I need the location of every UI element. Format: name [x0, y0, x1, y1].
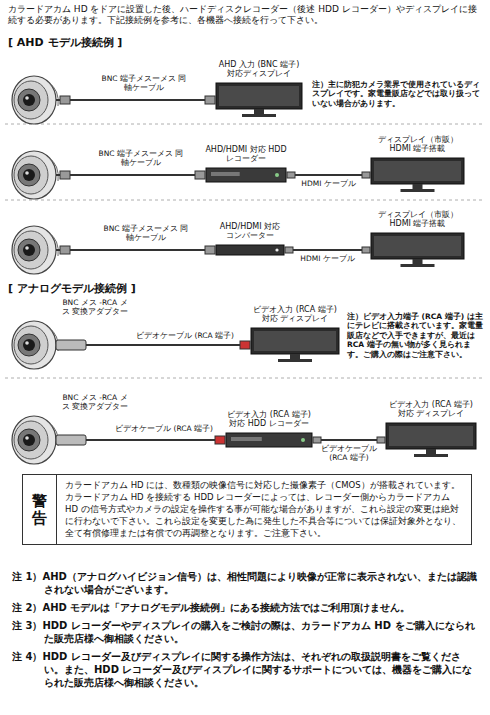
- recorder-device: [205, 167, 287, 183]
- caption-text: BNC 端子メスーメス 同軸ケーブル: [98, 74, 190, 93]
- coax-cable: [56, 99, 215, 101]
- caption-text: [ AHD モデル接続例 ]: [8, 36, 122, 50]
- caption-text: カラードアカム HD をドアに設置した後、ハードディスクレコーダー（後述 HDD…: [8, 4, 484, 27]
- notes-block: 注 1）AHD（アナログハイビジョン信号）は、相性問題により映像が正常に表示され…: [12, 570, 480, 694]
- device-label: ビデオ入力 (RCA 端子) 対応 ディスプレイ: [385, 400, 477, 422]
- cable-label: HDMI ケーブル: [299, 179, 357, 188]
- device-label: ディスプレイ（市販） HDMI 端子搭載: [370, 210, 465, 232]
- converter-device: [215, 244, 285, 256]
- note-text: 注 3）HDD レコーダーやディスプレイの購入をご検討の際は、カラードアカム H…: [12, 619, 480, 645]
- note-text: 注 4）HDD レコーダー及びディスプレイに関する操作方法は、それぞれの取扱説明…: [12, 650, 480, 689]
- caption-text: 注）ビデオ入力端子 (RCA 端子) は主にテレビに搭載されています。家電量販店…: [347, 312, 485, 359]
- caption-text: ビデオケーブル (RCA 端子): [135, 331, 235, 340]
- caption-text: BNC 端子メスーメス 同軸ケーブル: [95, 149, 187, 168]
- caption-text: [ アナログモデル接続例 ]: [8, 282, 136, 296]
- row-separator: [5, 124, 485, 378]
- display-device: [370, 157, 465, 193]
- device-node: ビデオ入力 (RCA 端子) 対応 ディスプレイ: [385, 400, 477, 458]
- display-device: [250, 327, 340, 363]
- cable-plug: [362, 247, 370, 253]
- coax-cable: [56, 174, 205, 176]
- cable-plug: [362, 172, 370, 178]
- caption-text: BNC メス -RCA メス 変換アダプター: [60, 298, 130, 317]
- cable-connector: [313, 439, 385, 441]
- display-device: [215, 82, 303, 118]
- cable-plug: [285, 247, 293, 253]
- warning-heading: 警告: [23, 475, 57, 544]
- device-node: AHD/HDMI 対応 HDD レコーダー: [205, 145, 287, 183]
- video-cable: [86, 439, 225, 441]
- device-node: ディスプレイ（市販） HDMI 端子搭載: [370, 210, 465, 268]
- warning-body: カラードアカム HD には、数種類の映像信号に対応した撮像素子（CMOS）が搭載…: [57, 475, 471, 544]
- caption-text: BNC メス -RCA メス 変換アダプター: [60, 393, 130, 412]
- device-label: ビデオ入力 (RCA 端子) 対応 HDD レコーダー: [225, 410, 313, 432]
- cable-connector: [285, 249, 370, 251]
- cable-label: ビデオケーブル (RCA 端子): [314, 444, 384, 462]
- caption-text: ビデオケーブル (RCA 端子): [115, 424, 213, 433]
- cable-plug: [377, 437, 385, 443]
- rca-adapter: [56, 340, 86, 350]
- caption-text: BNC 端子メスーメス 同軸ケーブル: [100, 224, 192, 243]
- cable-connector: [287, 174, 370, 176]
- cable-label: HDMI ケーブル: [298, 254, 356, 263]
- device-label: ディスプレイ（市販） HDMI 端子搭載: [370, 135, 465, 157]
- rca-adapter: [56, 435, 86, 445]
- device-node: AHD 入力 (BNC 端子) 対応ディスプレイ: [215, 60, 303, 118]
- display-device: [370, 232, 465, 268]
- device-node: ビデオ入力 (RCA 端子) 対応 ディスプレイ: [250, 305, 340, 363]
- video-cable: [86, 344, 250, 346]
- coax-cable: [56, 249, 215, 251]
- device-label: AHD/HDMI 対応 コンバーター: [215, 222, 285, 244]
- device-label: AHD 入力 (BNC 端子) 対応ディスプレイ: [215, 60, 303, 82]
- caption-text: 注）主に防犯カメラ業界で使用されているディスプレイです。家電量販店などでは取り扱…: [312, 80, 480, 108]
- note-text: 注 1）AHD（アナログハイビジョン信号）は、相性問題により映像が正常に表示され…: [12, 570, 480, 596]
- cable-plug: [287, 172, 295, 178]
- device-node: ディスプレイ（市販） HDMI 端子搭載: [370, 135, 465, 193]
- device-label: ビデオ入力 (RCA 端子) 対応 ディスプレイ: [250, 305, 340, 327]
- warning-box: 警告カラードアカム HD には、数種類の映像信号に対応した撮像素子（CMOS）が…: [22, 474, 472, 545]
- device-label: AHD/HDMI 対応 HDD レコーダー: [205, 145, 287, 167]
- device-node: ビデオ入力 (RCA 端子) 対応 HDD レコーダー: [225, 410, 313, 448]
- display-device: [385, 422, 477, 458]
- note-text: 注 2）AHD モデルは「アナログモデル接続例」にある接続方法ではご利用頂けませ…: [12, 601, 480, 614]
- cable-plug: [313, 437, 321, 443]
- device-node: AHD/HDMI 対応 コンバーター: [215, 222, 285, 256]
- recorder-device: [225, 432, 313, 448]
